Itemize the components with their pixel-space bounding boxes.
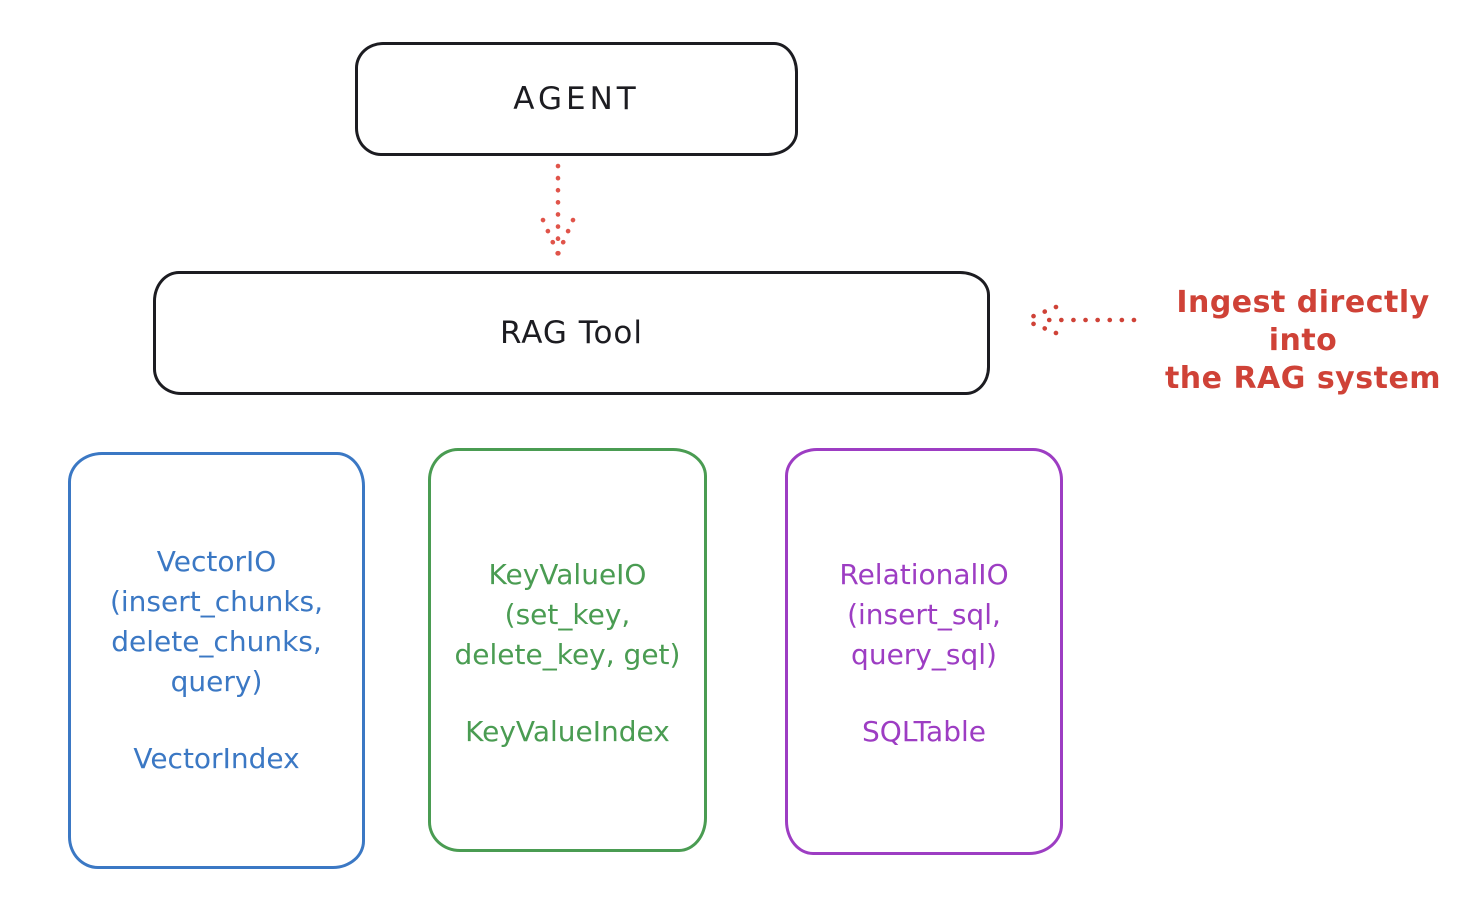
node-text-line: delete_chunks, xyxy=(111,625,322,658)
key-value-io-node: KeyValueIO (set_key, delete_key, get) Ke… xyxy=(428,448,707,852)
node-text-line: RelationalIO xyxy=(839,558,1009,591)
ingest-annotation-line: the RAG system xyxy=(1164,361,1442,396)
key-value-index-label: KeyValueIndex xyxy=(465,715,670,748)
agent-node: AGENT xyxy=(355,42,798,156)
ingest-annotation-line: Ingest directly into xyxy=(1176,285,1430,358)
node-text-line: VectorIO xyxy=(156,545,277,578)
node-text-line: query_sql) xyxy=(851,638,997,671)
relational-io-node: RelationalIO (insert_sql, query_sql) SQL… xyxy=(785,448,1063,855)
vector-index-label: VectorIndex xyxy=(133,742,300,775)
agent-to-rag-dotted-arrow xyxy=(540,163,576,257)
sql-table-label: SQLTable xyxy=(862,715,986,748)
node-text-line: KeyValueIO xyxy=(488,558,647,591)
vector-io-node: VectorIO (insert_chunks, delete_chunks, … xyxy=(68,452,365,869)
rag-tool-node: RAG Tool xyxy=(153,271,990,395)
ingest-annotation: Ingest directly into the RAG system xyxy=(1138,284,1468,398)
node-text-line: delete_key, get) xyxy=(454,638,681,671)
node-text-line: (set_key, xyxy=(504,598,631,631)
agent-label: AGENT xyxy=(513,81,640,117)
node-text-line: query) xyxy=(170,665,263,698)
ingest-dotted-arrow xyxy=(1021,304,1137,336)
node-text-line: (insert_sql, xyxy=(847,598,1001,631)
node-text-line: (insert_chunks, xyxy=(109,585,324,618)
rag-tool-label: RAG Tool xyxy=(499,315,644,351)
